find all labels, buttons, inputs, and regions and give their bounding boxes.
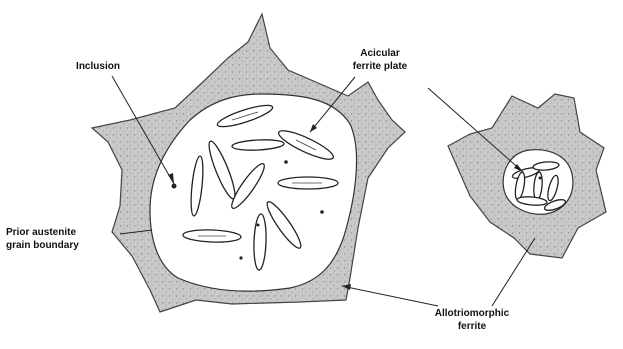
label-prior-austenite-grain-boundary: Prior austenite grain boundary <box>6 226 126 252</box>
pointer-allotriomorphic-left <box>342 286 438 306</box>
label-prior-line2: grain boundary <box>6 239 126 252</box>
label-acicular-line2: ferrite plate <box>332 60 428 73</box>
label-acicular-line1: Acicular <box>332 47 428 60</box>
label-inclusion-text: Inclusion <box>76 61 120 72</box>
inclusion-dot <box>172 184 177 189</box>
inclusion-dot <box>320 210 324 214</box>
label-prior-line1: Prior austenite <box>6 226 126 239</box>
label-allotriomorphic-ferrite: Allotriomorphic ferrite <box>404 307 540 333</box>
label-allotrio-line2: ferrite <box>404 320 540 333</box>
label-acicular-ferrite-plate: Acicular ferrite plate <box>332 47 428 73</box>
inclusion-dot <box>257 224 260 227</box>
label-allotrio-line1: Allotriomorphic <box>404 307 540 320</box>
pointer-allotriomorphic-right <box>492 238 535 306</box>
inclusion-dot <box>284 160 288 164</box>
label-inclusion: Inclusion <box>62 60 134 73</box>
inclusion-dot <box>239 256 242 259</box>
